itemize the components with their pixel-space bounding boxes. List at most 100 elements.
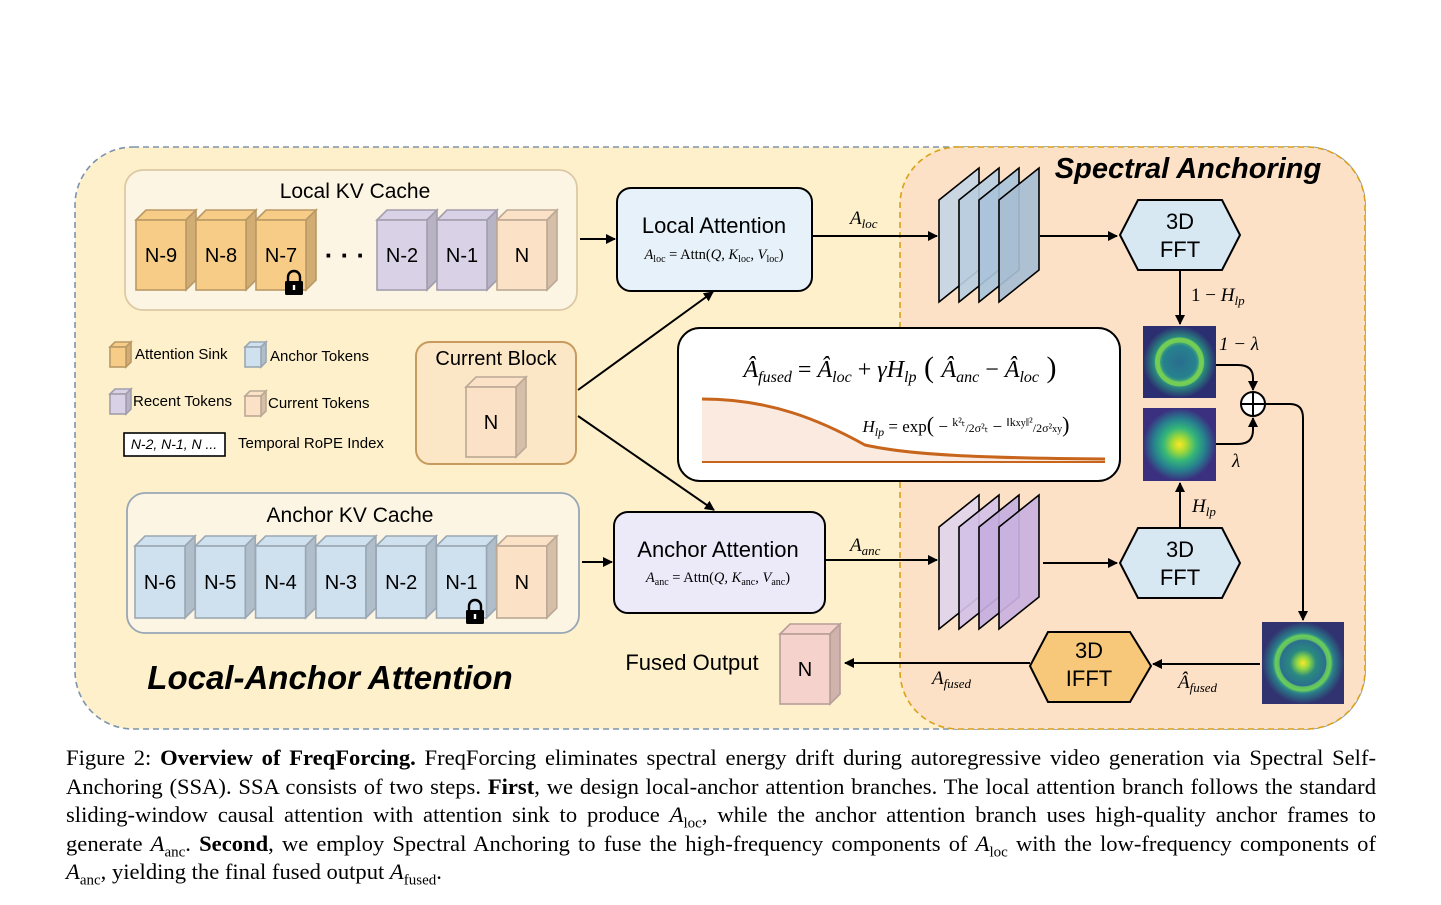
label-a-loc: Aloc	[848, 208, 878, 231]
local-token-4: N-1	[435, 208, 499, 292]
anchor-token-5-label: N-1	[445, 572, 477, 594]
caption-s1: FreqForcing eliminates spectral energy d…	[66, 745, 1376, 799]
hlp-curve-fill	[702, 399, 1105, 462]
caption-a-loc-sub-2: loc	[989, 844, 1008, 861]
spectrum-high-freq-image	[1143, 326, 1216, 398]
local-token-4-label: N-1	[446, 245, 478, 267]
lock-icon	[285, 269, 303, 295]
anchor-token-0-label: N-6	[144, 572, 176, 594]
local-feature-stack-layer-3	[998, 166, 1040, 304]
hlp-curve	[701, 397, 1106, 461]
fused-output-token-label: N	[798, 659, 812, 681]
formula-hlp: Hlp = exp( − k²ₜ/2σ²ₜ − ‖kxy‖²/2σ²xy)	[862, 412, 1070, 439]
arrow-high-to-sum	[1216, 364, 1258, 391]
caption-fig-label: Figure 2:	[66, 745, 152, 770]
anchor-kv-cache-title: Anchor KV Cache	[267, 504, 434, 527]
local-token-2-front	[255, 219, 307, 291]
anchor-token-5: N-1	[434, 534, 499, 620]
anchor-attention-title: Anchor Attention	[637, 537, 798, 562]
anchor-token-0-side	[184, 534, 196, 620]
caption-s3: , while the anchor attention branch uses…	[66, 802, 1376, 856]
local-attention-box	[616, 187, 813, 292]
legend-attention-sink-icon-front	[109, 346, 127, 368]
current-block-token-side	[515, 375, 527, 459]
legend-rope-label: Temporal RoPE Index	[238, 435, 384, 452]
anchor-token-3-label: N-3	[325, 572, 357, 594]
arrow-current-to-anchorattn	[577, 415, 715, 511]
local-token-5-front	[496, 219, 548, 291]
local-token-2: N-7	[254, 208, 318, 292]
anchor-token-5-front	[435, 545, 488, 619]
local-token-0-side	[185, 208, 197, 292]
anchor-token-0-front	[134, 545, 186, 619]
spectrum-fused-ring	[1274, 634, 1332, 692]
local-token-1: N-8	[194, 208, 258, 292]
fft-bottom-line1: 3D	[1166, 537, 1194, 562]
anchor-token-1-front	[194, 545, 247, 619]
anchor-token-4-front	[375, 545, 428, 619]
fft-top-line1: 3D	[1166, 209, 1194, 234]
local-ellipsis: · · ·	[325, 240, 365, 270]
caption-s2: , we design local-anchor attention branc…	[66, 773, 1377, 828]
legend-anchor-token-icon-front	[244, 346, 262, 368]
label-lambda: λ	[1231, 451, 1240, 472]
legend-attention-sink-icon	[108, 340, 133, 369]
caption-s4: .	[185, 830, 191, 856]
local-token-5-label: N	[515, 245, 529, 267]
label-hlp: Hlp	[1191, 496, 1216, 519]
legend-current-token-icon-front	[244, 395, 262, 417]
caption-a-loc: A	[669, 802, 684, 828]
spectral-title: Spectral Anchoring	[1055, 153, 1322, 185]
legend-anchor-tokens: Anchor Tokens	[270, 348, 369, 365]
anchor-token-4: N-2	[374, 534, 439, 620]
legend-recent-tokens: Recent Tokens	[133, 393, 232, 410]
caption-a-anc-2: A	[66, 859, 80, 885]
local-token-1-label: N-8	[205, 245, 237, 267]
anchor-attention-box	[613, 511, 826, 614]
caption-a-loc-sub: loc	[683, 815, 702, 832]
label-a-anc: Aanc	[848, 535, 881, 558]
spectrum-high-freq-ring	[1155, 337, 1204, 387]
legend-current-tokens: Current Tokens	[268, 395, 369, 412]
anchor-feature-stack-layer-3	[998, 493, 1040, 631]
anchor-token-2-side	[304, 534, 317, 620]
caption-s6: with the low-frequency components of	[1015, 830, 1376, 856]
anchor-token-2-front	[254, 545, 307, 619]
anchor-token-1: N-5	[193, 534, 258, 620]
anchor-token-3-front	[315, 545, 367, 619]
local-token-2-label: N-7	[265, 245, 297, 267]
anchor-token-1-label: N-5	[204, 572, 236, 594]
caption-a-fused: A	[389, 859, 404, 885]
anchor-token-6-label: N	[515, 572, 529, 594]
anchor-token-2: N-4	[253, 534, 318, 620]
local-kv-cache-title: Local KV Cache	[280, 180, 431, 203]
fft-top-hexagon	[1118, 199, 1242, 271]
legend-attention-sink: Attention Sink	[135, 346, 228, 363]
local-token-4-side	[486, 208, 498, 292]
caption-a-loc-2: A	[975, 830, 990, 856]
anchor-token-6: N	[494, 534, 559, 620]
anchor-token-6-side	[545, 534, 558, 620]
local-token-4-front	[436, 219, 488, 291]
label-a-fused: Afused	[930, 668, 972, 691]
legend-rope-box-text: N-2, N-1, N ...	[131, 436, 217, 452]
local-token-1-front	[195, 219, 247, 291]
caption-s5: , we employ Spectral Anchoring to fuse t…	[268, 830, 968, 856]
legend-current-token-icon	[243, 389, 268, 418]
local-token-2-side	[305, 208, 317, 292]
anchor-token-1-side	[244, 534, 257, 620]
local-token-0-front	[135, 219, 187, 291]
legend-recent-token-icon	[108, 387, 133, 416]
caption-a-fused-sub: fused	[403, 872, 437, 889]
fft-bottom-line2: FFT	[1160, 565, 1200, 590]
local-token-0: N-9	[134, 208, 198, 292]
local-token-3-front	[376, 219, 428, 291]
arrow-low-to-sum	[1216, 417, 1258, 445]
ifft-hexagon	[1028, 631, 1153, 703]
local-token-0-label: N-9	[145, 245, 177, 267]
anchor-token-6-front	[495, 545, 548, 619]
ifft-line1: 3D	[1075, 638, 1103, 663]
legend-rope-box	[123, 432, 226, 457]
fft-top-line2: FFT	[1160, 237, 1200, 262]
fused-output-label: Fused Output	[625, 650, 758, 675]
